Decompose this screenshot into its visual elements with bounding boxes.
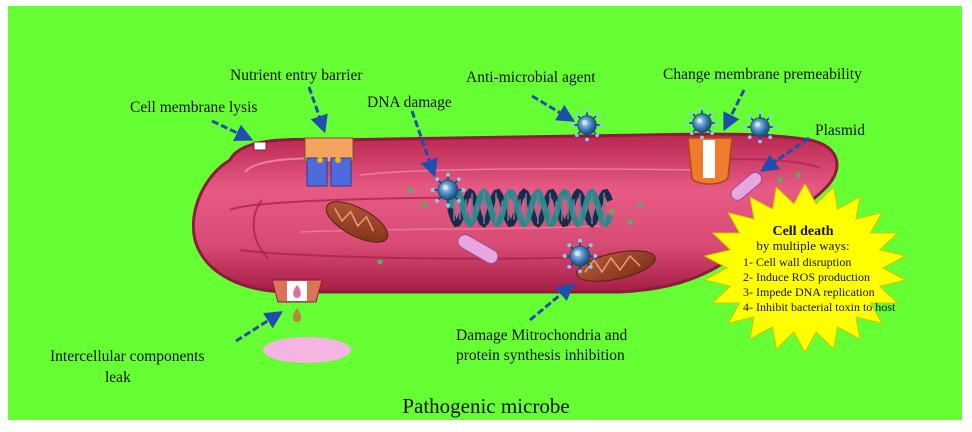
label-cell-membrane-lysis: Cell membrane lysis — [130, 99, 257, 116]
permeability-channel-icon — [688, 138, 732, 184]
virus-particle-icon — [431, 173, 466, 208]
label-dna-damage: DNA damage — [367, 94, 452, 111]
cell-death-item-4: 4- Inhibit bacterial toxin to host — [743, 300, 896, 314]
label-anti-microbial-agent: Anti-microbial agent — [466, 69, 596, 86]
cell-death-subheading: by multiple ways: — [756, 238, 849, 253]
virus-particle-icon-3 — [563, 239, 598, 274]
label-intercellular-leak-line1: Intercellular components — [50, 348, 205, 365]
label-nutrient-entry-barrier: Nutrient entry barrier — [230, 67, 363, 84]
cell-death-item-1: 1- Cell wall disruption — [743, 255, 851, 269]
diagram-title: Pathogenic microbe — [402, 394, 569, 418]
cell-death-heading: Cell death — [772, 224, 833, 239]
label-change-membrane-permeability: Change membrane premeability — [663, 66, 862, 83]
virus-particle-icon-5 — [744, 111, 777, 144]
cell-death-item-2: 2- Induce ROS production — [743, 270, 870, 284]
label-mitochondria-line2: protein synthesis inhibition — [456, 347, 625, 364]
membrane-lysis-site — [254, 142, 266, 150]
label-mitochondria-line1: Damage Mitrochondria and — [456, 327, 628, 344]
cell-death-item-3: 3- Impede DNA replication — [743, 285, 875, 299]
leaked-components — [263, 337, 351, 363]
virus-particle-icon-2 — [571, 109, 604, 142]
virus-particle-icon-4 — [686, 107, 719, 140]
label-plasmid: Plasmid — [815, 122, 865, 139]
dna-helix-icon — [450, 192, 610, 224]
label-intercellular-leak-line2: leak — [105, 369, 131, 386]
